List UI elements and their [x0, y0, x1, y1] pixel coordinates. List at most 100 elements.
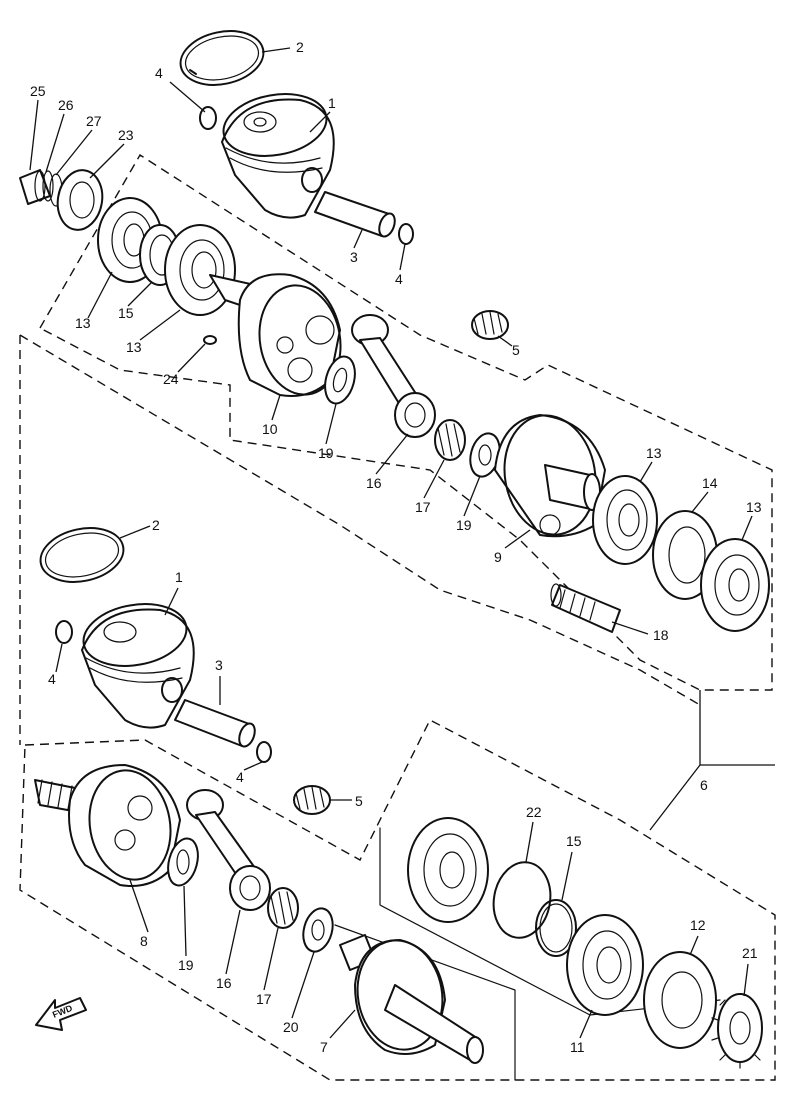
callout-leader-c-top-9 — [504, 529, 531, 549]
callout-label-c-top-13d: 13 — [746, 499, 762, 515]
callout-leader-c-top-19b — [463, 475, 481, 517]
callout-leader-c-top-24 — [177, 343, 206, 373]
callout-label-c-top-27: 27 — [86, 113, 102, 129]
callout-leader-c-top-26 — [45, 113, 65, 173]
connecting-rod-top — [351, 314, 436, 438]
bearing-bottom-outer — [407, 817, 489, 923]
callout-leader-c-top-25 — [29, 99, 39, 171]
callout-label-c-bot-3: 3 — [215, 657, 223, 673]
callout-label-c-top-5: 5 — [512, 342, 520, 358]
callout-label-c-bot-12: 12 — [690, 917, 706, 933]
callout-label-c-bot-4a: 4 — [48, 671, 56, 687]
callout-leader-c-bot-15 — [561, 851, 573, 901]
oring-bottom — [535, 899, 577, 957]
thrust-washer-bottom-right — [302, 907, 334, 953]
callout-leader-c-bot-16 — [225, 909, 241, 975]
callout-leader-c-bot-22 — [525, 821, 534, 863]
callout-leader-c-bot-4a — [55, 643, 63, 673]
callout-label-c-top-1: 1 — [328, 95, 336, 111]
callout-leader-c-top-4b — [399, 243, 406, 271]
big-end-bearing-top — [434, 419, 466, 461]
callout-label-c-top-2: 2 — [296, 39, 304, 55]
callout-leader-lines — [29, 47, 753, 1039]
callout-leader-c-top-13d — [741, 515, 753, 541]
piston-pin-top — [314, 191, 396, 238]
piston-bottom — [81, 603, 195, 729]
callout-leader-c-top-1 — [309, 111, 331, 133]
callout-label-c-top-15: 15 — [118, 305, 134, 321]
callout-leader-c-bot-8 — [129, 879, 149, 933]
crank-half-bottom-left — [34, 764, 181, 887]
callout-leader-c-top-27 — [55, 129, 93, 176]
callout-label-c-bot-1: 1 — [175, 569, 183, 585]
callout-leader-c-bot-7 — [329, 1009, 356, 1039]
callout-leader-c-top-4a — [169, 81, 206, 113]
callout-label-c-top-25: 25 — [30, 83, 46, 99]
piston-pin-bottom — [174, 699, 256, 748]
bearing-bottom-inner — [566, 914, 644, 1016]
callout-label-c-top-10: 10 — [262, 421, 278, 437]
callout-label-c-top-17: 17 — [415, 499, 431, 515]
callout-leader-c-top-3 — [353, 229, 363, 249]
callout-leader-c-top-13c — [639, 461, 653, 483]
callout-label-c-top-13b: 13 — [126, 339, 142, 355]
callout-label-c-bot-4b: 4 — [236, 769, 244, 785]
thrust-washer-bottom-left — [167, 837, 199, 887]
callout-leader-c-bot-17 — [263, 927, 279, 991]
callout-label-c-bot-17: 17 — [256, 991, 272, 1007]
callout-label-c-top-24: 24 — [163, 371, 179, 387]
big-end-bearing-bottom — [267, 887, 299, 929]
callout-label-c-bot-11: 11 — [570, 1039, 585, 1055]
callout-leader-c-bot-20 — [291, 951, 315, 1019]
callout-leader-c-bot-21 — [743, 963, 749, 997]
seal-stack-top-left — [19, 169, 104, 231]
small-end-bearing-top — [471, 310, 509, 340]
bearing-top-right-3 — [700, 538, 770, 632]
callout-leader-c-bot-19 — [183, 885, 187, 957]
sprocket-bottom — [711, 993, 763, 1069]
upper-crank-assembly-outline — [39, 154, 773, 691]
crank-half-bottom-right — [339, 934, 484, 1064]
circlip-top-left — [199, 106, 217, 130]
leader-6-bracket — [649, 690, 775, 831]
callout-label-c-bot-19: 19 — [178, 957, 194, 973]
callout-label-c-bot-5: 5 — [355, 793, 363, 809]
callout-leader-c-top-23 — [89, 143, 125, 179]
callout-leader-c-bot-1 — [164, 587, 179, 616]
callout-label-c-bot-6: 6 — [700, 777, 708, 793]
woodruff-key-top — [203, 335, 217, 345]
oil-seal-bottom — [643, 951, 717, 1049]
callout-leader-c-top-13b — [139, 309, 181, 341]
crank-half-top-right — [494, 414, 606, 538]
piston-ring-bottom — [39, 527, 125, 583]
piston-top — [221, 93, 335, 219]
callout-leader-c-bot-2 — [119, 525, 151, 539]
lower-crank-assembly-outline — [19, 719, 776, 1081]
callout-labels: 2413425262723131513241019516171991314131… — [30, 39, 762, 1055]
callout-label-c-bot-20: 20 — [283, 1019, 299, 1035]
callout-leader-c-top-14 — [691, 491, 709, 513]
callout-label-c-top-18: 18 — [653, 627, 669, 643]
callout-leader-c-top-5 — [497, 335, 513, 347]
callout-label-c-top-4b: 4 — [395, 271, 403, 287]
crank-half-top-left — [209, 273, 342, 397]
callout-leader-c-top-16 — [375, 433, 409, 475]
callout-label-c-bot-16: 16 — [216, 975, 232, 991]
callout-label-c-top-14: 14 — [702, 475, 718, 491]
callout-leader-c-top-18 — [611, 621, 649, 635]
callout-label-c-bot-8: 8 — [140, 933, 148, 949]
connecting-rod-bottom — [186, 789, 271, 911]
thrust-washer-top-left — [324, 355, 356, 405]
callout-label-c-top-4a: 4 — [155, 65, 163, 81]
callout-label-c-bot-7: 7 — [320, 1039, 328, 1055]
callout-label-c-bot-15: 15 — [566, 833, 582, 849]
callout-label-c-top-9: 9 — [494, 549, 502, 565]
callout-leader-c-top-2 — [261, 47, 291, 53]
callout-label-c-top-16: 16 — [366, 475, 382, 491]
forward-direction-arrow: FWD — [35, 997, 87, 1031]
callout-leader-c-top-13a — [87, 271, 113, 319]
callout-label-c-top-19b: 19 — [456, 517, 472, 533]
callout-label-c-top-19a: 19 — [318, 445, 334, 461]
callout-leader-c-bot-4b — [243, 761, 263, 771]
